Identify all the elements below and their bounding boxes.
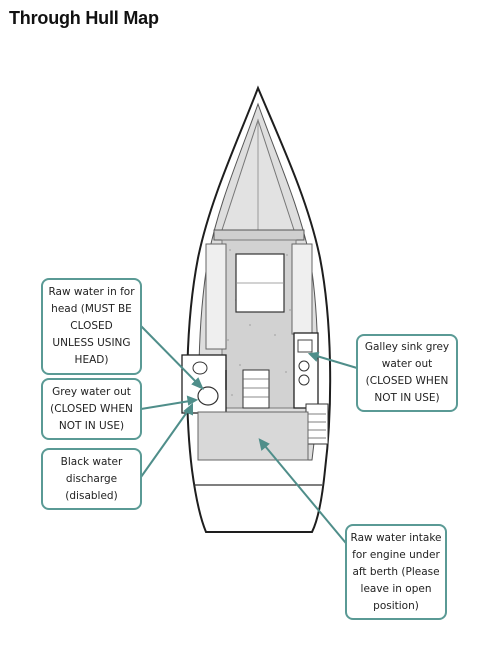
leader-raw-water-head	[140, 325, 203, 389]
arrowhead-black-water	[183, 402, 193, 416]
leader-black-water	[140, 404, 193, 478]
leader-lines	[140, 325, 361, 561]
leader-grey-water	[140, 399, 197, 410]
companionway-steps	[242, 369, 270, 409]
aft-berth	[197, 411, 309, 461]
callout-galley-sink: Galley sink grey water out (CLOSED WHEN …	[356, 334, 458, 412]
head-basin	[192, 361, 208, 375]
page-title: Through Hull Map	[9, 8, 159, 28]
galley-sink	[297, 339, 313, 353]
arrowhead-engine	[258, 438, 270, 451]
starboard-settee	[291, 243, 313, 335]
stove-burner-1	[298, 360, 310, 372]
stove-burner-2	[298, 374, 310, 386]
port-settee	[205, 243, 227, 350]
arrowhead-grey-water	[186, 395, 199, 406]
callout-raw-water-head: Raw water in for head (MUST BE CLOSED UN…	[41, 278, 142, 375]
head-toilet	[197, 386, 219, 406]
forward-bulkhead	[213, 229, 305, 241]
leader-engine	[259, 439, 361, 561]
step-lines	[243, 378, 269, 398]
callout-raw-water-engine: Raw water intake for engine under aft be…	[345, 524, 447, 620]
arrowhead-raw-water-head	[191, 377, 204, 390]
arrowhead-galley	[307, 351, 320, 362]
callout-grey-water-out: Grey water out (CLOSED WHEN NOT IN USE)	[41, 378, 142, 440]
nav-lines	[308, 413, 326, 439]
callout-black-water: Black water discharge (disabled)	[41, 448, 142, 510]
